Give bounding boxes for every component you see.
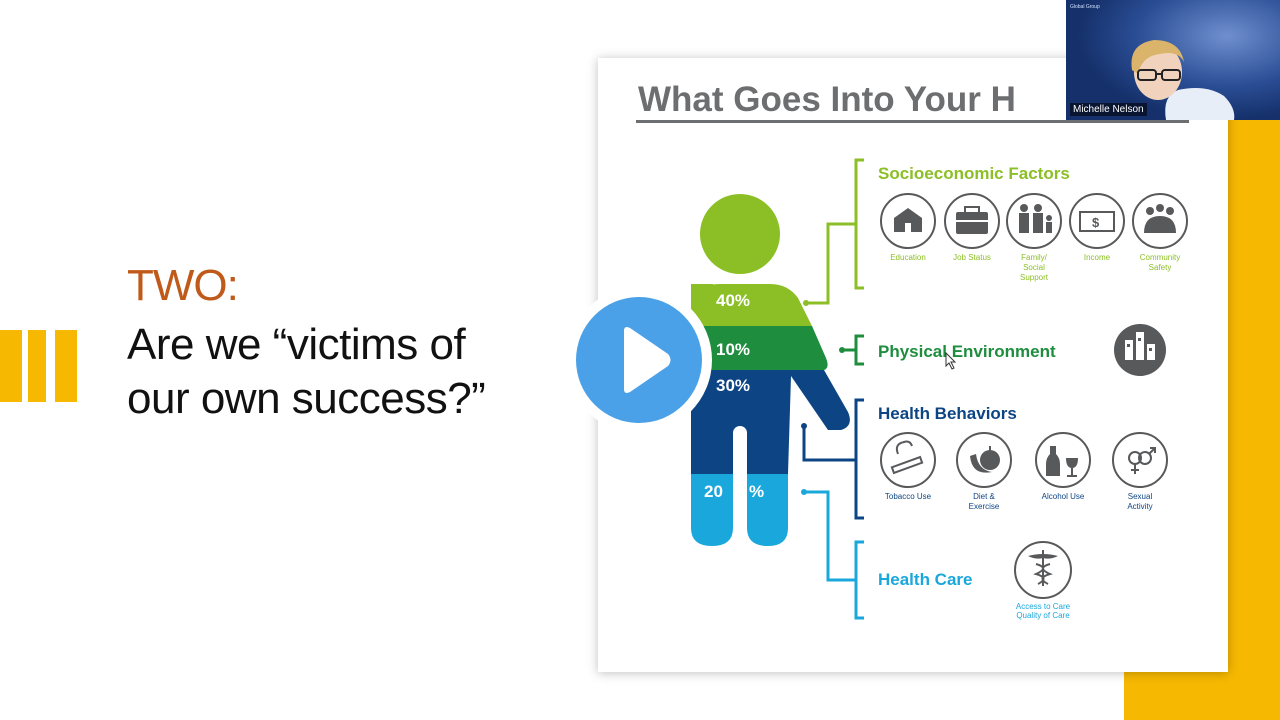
decorative-stripe bbox=[55, 330, 77, 402]
label-income: Income bbox=[1084, 253, 1111, 262]
briefcase-icon bbox=[944, 193, 1000, 249]
community-icon bbox=[1132, 193, 1188, 249]
label-sexual-1: Sexual bbox=[1128, 492, 1153, 501]
connector-socioeconomic bbox=[806, 222, 856, 305]
svg-text:$: $ bbox=[1092, 215, 1100, 230]
label-family-2: Social bbox=[1023, 263, 1045, 272]
participant-video-tile[interactable]: Global Group Michelle Nelson bbox=[1066, 0, 1280, 120]
connector-dot-socioeconomic bbox=[803, 300, 809, 306]
slide-heading-question: Are we “victims of our own success?” bbox=[127, 318, 486, 426]
label-alcohol: Alcohol Use bbox=[1042, 492, 1085, 501]
connector-dot-physical bbox=[839, 347, 845, 353]
city-icon bbox=[1114, 324, 1166, 376]
decorative-stripe bbox=[0, 330, 22, 402]
label-community-2: Safety bbox=[1149, 263, 1172, 272]
label-family-1: Family/ bbox=[1021, 253, 1048, 262]
figure-segment-30 bbox=[691, 370, 850, 474]
heading-line-2: our own success?” bbox=[127, 374, 486, 423]
figure-head bbox=[700, 194, 780, 274]
percent-10: 10% bbox=[716, 340, 750, 359]
bracket-physical bbox=[854, 334, 864, 366]
bracket-socioeconomic bbox=[854, 158, 864, 290]
health-factors-infographic: What Goes Into Your H bbox=[598, 58, 1228, 672]
label-family-3: Support bbox=[1020, 273, 1049, 282]
apple-banana-icon bbox=[956, 432, 1012, 488]
participant-video-feed bbox=[1066, 0, 1280, 120]
org-logo: Global Group bbox=[1070, 4, 1100, 10]
cursor-icon bbox=[945, 351, 957, 370]
label-quality-care: Quality of Care bbox=[1016, 611, 1070, 620]
label-sexual-2: Activity bbox=[1127, 502, 1152, 511]
education-icon bbox=[880, 193, 936, 249]
gender-symbols-icon bbox=[1112, 432, 1168, 488]
category-physical: Physical Environment bbox=[878, 342, 1056, 361]
label-education: Education bbox=[890, 253, 926, 262]
title-underline bbox=[636, 120, 1189, 123]
figure-right-leg bbox=[747, 474, 788, 546]
slide-heading-number: TWO: bbox=[127, 261, 239, 310]
label-job-status: Job Status bbox=[953, 253, 991, 262]
category-socioeconomic: Socioeconomic Factors bbox=[878, 164, 1070, 183]
figure-segment-40 bbox=[691, 284, 812, 326]
connector-behaviors bbox=[802, 426, 856, 462]
decorative-stripe bbox=[28, 330, 46, 402]
family-icon bbox=[1006, 193, 1062, 249]
alcohol-icon bbox=[1035, 432, 1091, 488]
figure-leg-gap bbox=[733, 426, 747, 506]
participant-name-label: Michelle Nelson bbox=[1070, 103, 1147, 116]
label-community-1: Community bbox=[1140, 253, 1180, 262]
figure-left-leg bbox=[691, 474, 733, 546]
caduceus-icon bbox=[1014, 541, 1072, 599]
label-diet-2: Exercise bbox=[969, 502, 1000, 511]
category-care: Health Care bbox=[878, 570, 972, 589]
label-tobacco: Tobacco Use bbox=[885, 492, 932, 501]
play-icon bbox=[624, 327, 671, 393]
play-button[interactable] bbox=[566, 287, 712, 433]
label-access-care: Access to Care bbox=[1016, 602, 1071, 611]
infographic-drawing: 40% 10% 30% 20 % Socioeconomic Factors P… bbox=[691, 158, 1188, 620]
tobacco-icon bbox=[880, 432, 936, 488]
infographic-title: What Goes Into Your H bbox=[638, 80, 1016, 119]
percent-20-sign: % bbox=[749, 482, 764, 501]
figure-segment-10 bbox=[691, 326, 828, 370]
connector-dot-care bbox=[801, 489, 807, 495]
bracket-care bbox=[854, 540, 864, 620]
percent-20-number: 20 bbox=[704, 482, 723, 501]
percent-30: 30% bbox=[716, 376, 750, 395]
connector-dot-behaviors bbox=[801, 423, 807, 429]
play-button-circle bbox=[576, 297, 702, 423]
connector-care bbox=[804, 490, 856, 582]
bracket-behaviors bbox=[854, 398, 864, 520]
label-diet-1: Diet & bbox=[973, 492, 995, 501]
percent-40: 40% bbox=[716, 291, 750, 310]
income-icon: $ bbox=[1069, 193, 1125, 249]
category-behaviors: Health Behaviors bbox=[878, 404, 1017, 423]
heading-line-1: Are we “victims of bbox=[127, 320, 466, 369]
